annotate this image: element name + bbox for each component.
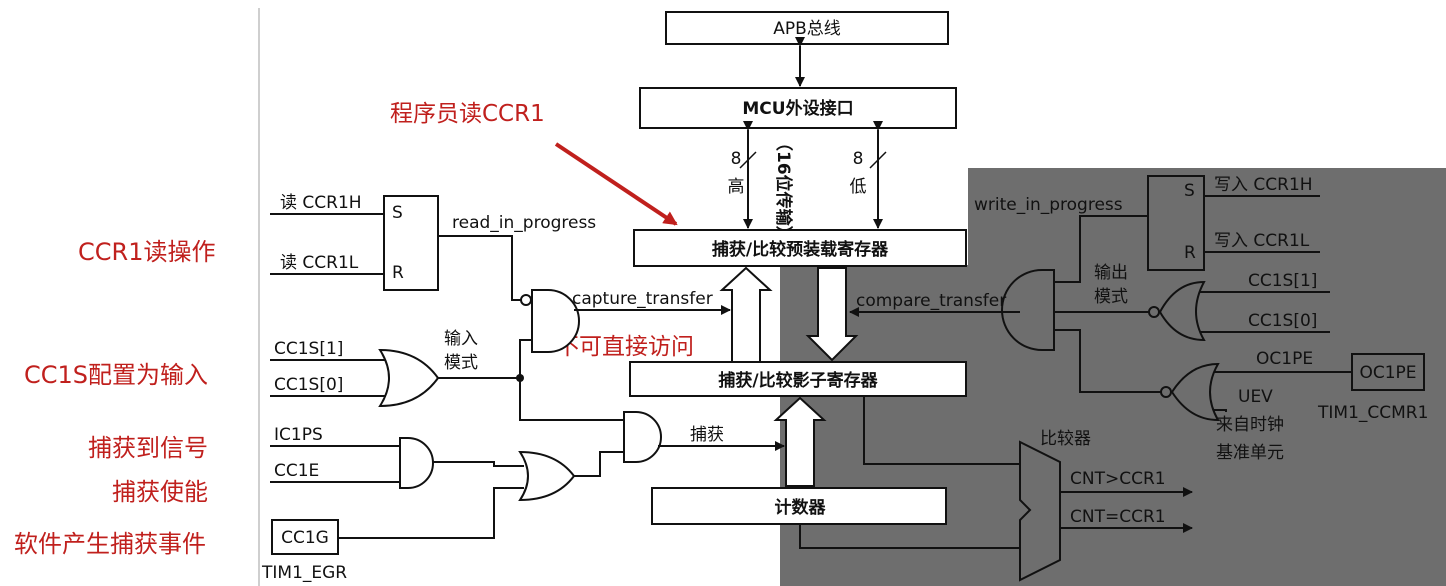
input-mode-2-text: 模式	[444, 353, 478, 373]
capture-transfer-hollow-arrow	[719, 266, 773, 363]
programmer-reads-text: 程序员读CCR1	[390, 101, 545, 127]
oc1pe-nor-gate	[1170, 362, 1220, 422]
capture-or-gate	[518, 450, 576, 502]
capture-enable-label: 捕获使能	[112, 478, 208, 506]
read-in-progress-text: read_in_progress	[452, 213, 596, 233]
output-mode-1-text: 输出	[1094, 263, 1128, 283]
from-clock-2-text: 基准单元	[1216, 443, 1284, 463]
uev-text: UEV	[1238, 387, 1273, 407]
tim1-egr-text: TIM1_EGR	[261, 563, 347, 583]
input-mode-1-text: 输入	[444, 329, 478, 349]
write-ccr1l-text: 写入 CCR1L	[1214, 231, 1310, 251]
input-mode-wire-down	[519, 378, 624, 421]
high-byte-slash	[739, 151, 757, 169]
capture-and-gate	[623, 411, 662, 463]
cc1g-text: CC1G	[281, 528, 329, 548]
no-direct-access-text: 不可直接访问	[556, 334, 694, 360]
high-label-text: 高	[728, 177, 745, 197]
shadow-to-comparator-wire	[863, 396, 1020, 465]
software-capture-label: 软件产生捕获事件	[14, 530, 206, 558]
oc1pe-bubble	[1160, 386, 1172, 398]
read-ccr1l-text: 读 CCR1L	[280, 253, 359, 273]
cc1s1-text: CC1S[1]	[274, 339, 343, 359]
oc1pe-box-text: OC1PE	[1359, 363, 1416, 383]
oc1pe-box	[1351, 353, 1425, 391]
read-ccr1h-text: 读 CCR1H	[280, 193, 362, 213]
capture-text: 捕获	[690, 425, 724, 445]
counter-text: 计数器	[775, 497, 827, 518]
preload-register-block	[633, 229, 967, 267]
write-sr-latch	[1147, 175, 1205, 271]
write-in-progress-text: write_in_progress	[974, 195, 1123, 215]
cnt-gt-text: CNT>CCR1	[1070, 469, 1166, 489]
write-cc1s1-text: CC1S[1]	[1248, 271, 1317, 291]
uev-wire	[1214, 409, 1227, 412]
tim1-ccmr1-text: TIM1_CCMR1	[1317, 403, 1428, 423]
apb-bus-text: APB总线	[773, 19, 841, 39]
gray-panel-right	[968, 168, 1446, 586]
cc1s-config-label: CC1S配置为输入	[24, 361, 209, 389]
mcu-interface-block	[639, 87, 957, 129]
mcu-interface-text: MCU外设接口	[742, 98, 853, 119]
write-cc1s0-text: CC1S[0]	[1248, 311, 1317, 331]
cnt-eq-text: CNT=CCR1	[1070, 507, 1166, 527]
counter-hollow-arrow	[773, 396, 827, 487]
capture-transfer-and-gate	[531, 289, 580, 353]
cc1g-wire	[338, 487, 524, 539]
compare-transfer-text: compare_transfer	[856, 291, 1006, 311]
from-clock-1-text: 来自时钟	[1216, 415, 1284, 435]
write-ccr1h-text: 写入 CCR1H	[1214, 175, 1313, 195]
output-mode-nor-gate	[1158, 280, 1206, 342]
shadow-register-block	[629, 361, 967, 397]
ic1ps-and-gate	[399, 437, 434, 489]
preload-register-text: 捕获/比较预装载寄存器	[712, 239, 889, 260]
oc1pe-label-text: OC1PE	[1256, 349, 1313, 369]
counter-to-comparator-wire	[799, 524, 1020, 549]
low-bits-text: 8	[853, 149, 864, 169]
white-panel-edge	[258, 8, 260, 586]
cc1e-text: CC1E	[274, 461, 319, 481]
capture-transfer-text: capture_transfer	[572, 289, 713, 309]
read-sr-latch	[383, 195, 439, 291]
write-latch-s: S	[1184, 181, 1195, 201]
input-mode-wire-up	[438, 339, 532, 379]
high-bits-text: 8	[731, 149, 742, 169]
comparator-text: 比较器	[1040, 429, 1091, 449]
capture-signal-label: 捕获到信号	[88, 434, 208, 462]
oc1pe-gate-wire	[1054, 329, 1161, 393]
read-latch-r: R	[392, 263, 404, 283]
write-in-progress-wire	[1054, 215, 1148, 283]
input-mode-or-gate	[378, 348, 440, 408]
ccr1-read-op-label: CCR1读操作	[78, 238, 216, 266]
inverted-input-bubble	[520, 294, 532, 306]
output-mode-2-text: 模式	[1094, 287, 1128, 307]
shadow-register-text: 捕获/比较影子寄存器	[718, 370, 878, 391]
low-label-text: 低	[850, 177, 867, 197]
cc1s0-text: CC1S[0]	[274, 375, 343, 395]
compare-transfer-hollow-arrow	[805, 267, 859, 362]
programmer-reads-arrow	[554, 142, 678, 226]
or-to-and-wire	[574, 451, 624, 477]
output-mode-bubble	[1148, 306, 1160, 318]
read-latch-s: S	[392, 203, 403, 223]
and-to-or-wire	[432, 461, 524, 467]
transfer-16-text: （16位传输）	[773, 134, 794, 243]
apb-bus-block	[665, 11, 949, 45]
comparator-block	[1019, 440, 1061, 582]
write-latch-r: R	[1184, 243, 1196, 263]
low-byte-slash	[869, 151, 887, 169]
ic1ps-text: IC1PS	[274, 425, 323, 445]
